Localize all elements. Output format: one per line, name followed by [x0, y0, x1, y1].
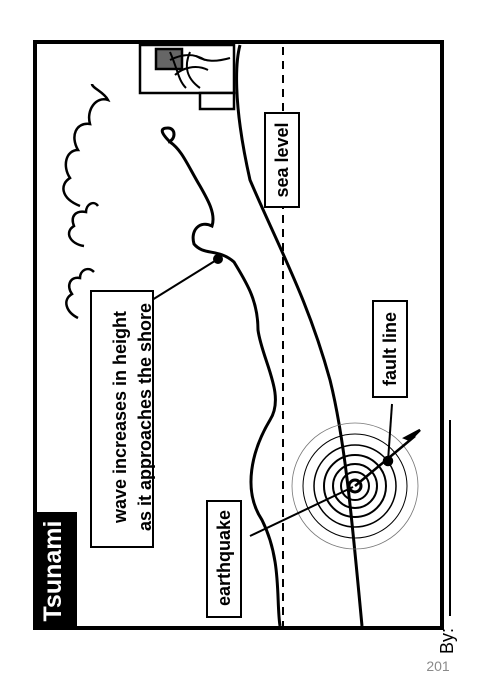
wave-label-box: [90, 290, 154, 548]
page-title: Tsunami: [39, 520, 67, 622]
fault-line-arrow: [354, 403, 421, 487]
byline-underline[interactable]: [449, 420, 451, 616]
fault-line-label: fault line: [380, 312, 400, 387]
sea-level-label-box: [264, 112, 300, 208]
palm-tree-icon: [169, 51, 231, 89]
fault-line-label-box: [372, 300, 408, 398]
title-background: [33, 512, 77, 630]
wave-pointer: [151, 254, 223, 301]
sea-level-label: sea level: [272, 122, 292, 198]
earthquake-label-box: [206, 500, 242, 618]
wave-label-line-2: as it approaches the shore: [135, 302, 155, 532]
wave-label-line-1: wave increases in height: [110, 310, 130, 524]
earthquake-label: earthquake: [214, 509, 234, 607]
cloud-icon: [62, 83, 111, 320]
page-number: 201: [426, 658, 450, 674]
byline-label: By:: [437, 627, 457, 654]
earthquake-pointer: [249, 486, 354, 537]
wave-line: [160, 126, 282, 627]
epicenter-rings-icon: [291, 422, 419, 550]
